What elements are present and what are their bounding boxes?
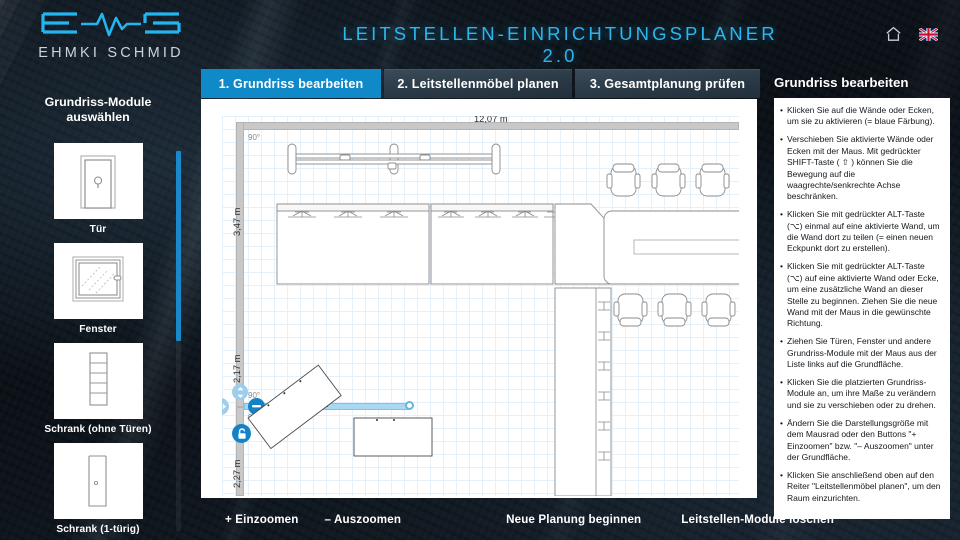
- console-desk-left: [276, 203, 430, 285]
- brand-logo[interactable]: EHMKI SCHMID: [36, 8, 186, 61]
- wall-left[interactable]: [236, 122, 244, 407]
- workflow-tabs: 1. Grundriss bearbeiten 2. Leitstellenmö…: [201, 69, 760, 98]
- module-item-schrank-1-tuerig[interactable]: Schrank (1-türig): [22, 443, 174, 535]
- help-item: •Klicken Sie die platzierten Grundriss-M…: [780, 377, 936, 410]
- lock-icon[interactable]: [232, 424, 251, 443]
- bullet-icon: •: [780, 209, 783, 220]
- new-plan-button[interactable]: Neue Planung beginnen: [506, 512, 642, 526]
- bullet-icon: •: [780, 105, 783, 115]
- bullet-icon: •: [780, 469, 783, 480]
- rotated-desk: [247, 364, 342, 450]
- bullet-icon: •: [780, 134, 783, 145]
- home-icon[interactable]: [885, 26, 902, 42]
- floorplan-canvas[interactable]: 12,07 m 3,47 m 2,17 m 2,27 m 3,46 m 90° …: [201, 99, 757, 498]
- help-item: •Ändern Sie die Darstellungsgröße mit de…: [780, 417, 934, 462]
- door-module-icon: [53, 143, 143, 219]
- angle-marker-mid-upper: 90°: [248, 391, 261, 400]
- side-console-column: [554, 287, 612, 496]
- module-sidebar: Grundriss-Module auswählen Tür: [0, 95, 196, 540]
- tab-gesamtplanung-pruefen[interactable]: 3. Gesamtplanung prüfen: [575, 69, 760, 98]
- help-item: •Klicken Sie anschließend oben auf den R…: [780, 469, 941, 503]
- help-item: •Klicken Sie auf die Wände oder Ecken, u…: [780, 105, 935, 127]
- module-label-tuer: Tür: [89, 224, 107, 235]
- help-panel-body: •Klicken Sie auf die Wände oder Ecken, u…: [774, 98, 950, 519]
- furniture-layer[interactable]: [222, 116, 739, 496]
- module-list: Tür Fenster: [22, 143, 174, 540]
- help-panel-title: Grundriss bearbeiten: [774, 75, 909, 90]
- help-item: •Verschieben Sie aktivierte Wände oder E…: [780, 134, 934, 202]
- tab-grundriss-bearbeiten[interactable]: 1. Grundriss bearbeiten: [201, 69, 381, 98]
- module-label-schrank-1-tuerig: Schrank (1-türig): [56, 524, 140, 535]
- module-item-fenster[interactable]: Fenster: [22, 243, 174, 335]
- ceiling-rail: [287, 143, 501, 175]
- conference-table: [603, 210, 739, 285]
- dim-top: 12,07 m: [474, 116, 508, 124]
- uk-flag-icon[interactable]: [919, 27, 938, 41]
- help-item: •Klicken Sie mit gedrückter ALT-Taste (⌥…: [780, 209, 940, 254]
- header-actions: [885, 26, 938, 42]
- bullet-icon: •: [780, 417, 783, 428]
- bullet-icon: •: [780, 377, 783, 388]
- ews-pulse-logo-icon: [41, 12, 181, 37]
- app-header: EHMKI SCHMID LEITSTELLEN-EINRICHTUNGSPLA…: [0, 0, 960, 68]
- help-item: •Klicken Sie mit gedrückter ALT-Taste (⌥…: [780, 261, 939, 329]
- console-desk-right: [430, 203, 562, 285]
- endpoint-dot-icon[interactable]: [405, 401, 414, 410]
- corner-handle-horizontal[interactable]: [222, 398, 229, 415]
- module-item-tuer[interactable]: Tür: [22, 143, 174, 235]
- angle-marker-top-left: 90°: [248, 133, 261, 142]
- help-panel: Grundriss bearbeiten •Klicken Sie auf di…: [766, 69, 960, 540]
- tab-leitstellenmoebel-planen[interactable]: 2. Leitstellenmöbel planen: [384, 69, 572, 98]
- zoom-out-button[interactable]: – Auszoomen: [324, 512, 402, 526]
- module-label-schrank-ohne-tueren: Schrank (ohne Türen): [44, 424, 152, 435]
- sidebar-title: Grundriss-Module auswählen: [0, 95, 196, 125]
- module-label-fenster: Fenster: [79, 324, 117, 335]
- canvas-toolbar: + Einzoomen – Auszoomen Neue Planung beg…: [201, 498, 834, 540]
- module-item-schrank-ohne-tueren[interactable]: Schrank (ohne Türen): [22, 343, 174, 435]
- sidebar-title-line2: auswählen: [66, 110, 130, 124]
- sidebar-scroll-track[interactable]: [176, 151, 181, 531]
- window-module-icon: [53, 243, 143, 319]
- conference-chairs-top: [606, 163, 730, 197]
- floorplan-viewport[interactable]: 12,07 m 3,47 m 2,17 m 2,27 m 3,46 m 90° …: [222, 116, 739, 496]
- sidebar-scrollbar-thumb[interactable]: [176, 151, 181, 341]
- corner-handle-vertical[interactable]: [232, 384, 248, 400]
- conference-chairs-bottom: [613, 293, 736, 327]
- single-door-cabinet-module-icon: [53, 443, 143, 519]
- help-item: •Ziehen Sie Türen, Fenster und andere Gr…: [780, 336, 937, 370]
- bullet-icon: •: [780, 261, 783, 272]
- corner-console: [554, 203, 612, 285]
- zoom-in-button[interactable]: + Einzoomen: [225, 512, 299, 526]
- page-title: LEITSTELLEN-EINRICHTUNGSPLANER 2.0: [342, 23, 778, 66]
- open-shelf-module-icon: [53, 343, 143, 419]
- bullet-icon: •: [780, 336, 783, 347]
- wall-left-lower[interactable]: [236, 407, 244, 496]
- wall-top[interactable]: [236, 122, 739, 130]
- small-desk: [353, 417, 433, 457]
- sidebar-title-line1: Grundriss-Module: [44, 95, 152, 109]
- brand-name: EHMKI SCHMID: [38, 45, 184, 61]
